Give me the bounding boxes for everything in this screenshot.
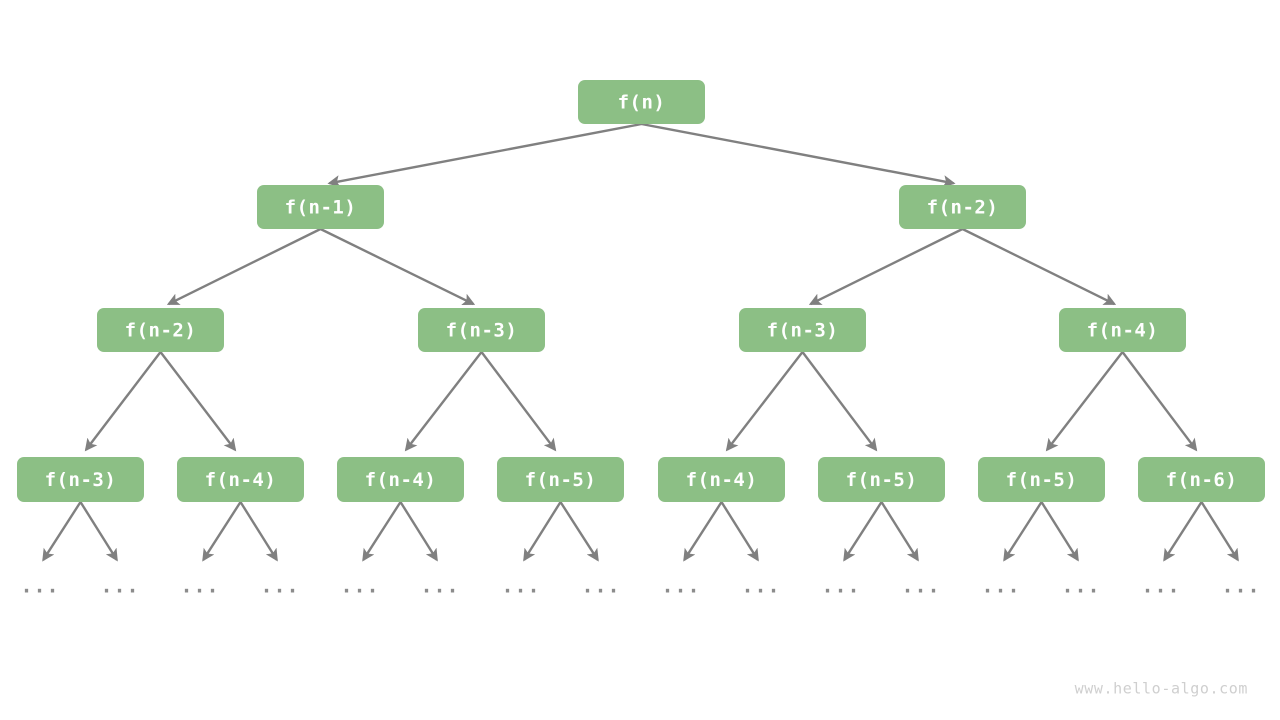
leaf-to-ellipsis-edge (202, 501, 242, 562)
leaf-to-ellipsis-edge (683, 501, 723, 562)
node-label: f(n-3) (767, 320, 839, 342)
ellipsis-label: ... (260, 574, 299, 598)
node-box (658, 457, 785, 502)
ellipsis-label: ... (340, 574, 379, 598)
tree-edge (166, 227, 322, 306)
leaf-to-ellipsis-edge (1163, 501, 1203, 562)
leaf-to-ellipsis-edge (79, 501, 118, 562)
leaf-to-ellipsis-edge (1003, 501, 1043, 562)
node-box (418, 308, 545, 352)
node-box (818, 457, 945, 502)
leaf-to-ellipsis-edge (362, 501, 402, 562)
ellipsis-label: ... (741, 574, 780, 598)
node-box (497, 457, 624, 502)
ellipsis-edges-layer (42, 501, 1239, 562)
leaf-to-ellipsis-edge (239, 501, 278, 562)
tree-edge (319, 227, 476, 306)
nodes-layer: f(n) f(n-1) f(n-2) f(n-2) f(n-3) f(n-3) f(n-4)… (17, 80, 1265, 502)
ellipsis-label: ... (821, 574, 860, 598)
node-label: f(n-4) (205, 469, 277, 491)
ellipsis-label: ... (981, 574, 1020, 598)
tree-edge (1045, 351, 1124, 452)
ellipsis-label: ... (420, 574, 459, 598)
ellipsis-layer: ........................................… (20, 574, 1260, 598)
node-box (177, 457, 304, 502)
watermark-label: www.hello-algo.com (1075, 680, 1248, 698)
leaf-to-ellipsis-edge (559, 501, 599, 562)
node-label: f(n-4) (365, 469, 437, 491)
tree-edge (1121, 351, 1198, 452)
leaf-to-ellipsis-edge (399, 501, 438, 562)
tree-edge (480, 351, 557, 452)
leaf-to-ellipsis-edge (843, 501, 883, 562)
tree-node[interactable]: f(n-3) (739, 308, 866, 352)
tree-node[interactable]: f(n-4) (658, 457, 785, 502)
leaf-to-ellipsis-edge (1040, 501, 1079, 562)
ellipsis-label: ... (581, 574, 620, 598)
tree-edge (808, 227, 964, 306)
tree-node[interactable]: f(n-3) (17, 457, 144, 502)
node-box (257, 185, 384, 229)
tree-edge (961, 227, 1117, 306)
leaf-to-ellipsis-edge (880, 501, 919, 562)
ellipsis-label: ... (1221, 574, 1260, 598)
tree-node[interactable]: f(n-3) (418, 308, 545, 352)
node-label: f(n-6) (1166, 469, 1238, 491)
node-label: f(n-2) (125, 320, 197, 342)
leaf-to-ellipsis-edge (42, 501, 82, 562)
node-label: f(n-3) (45, 469, 117, 491)
tree-edge (159, 351, 237, 452)
tree-node[interactable]: f(n-2) (97, 308, 224, 352)
ellipsis-label: ... (901, 574, 940, 598)
node-label: f(n-3) (446, 320, 518, 342)
node-box (978, 457, 1105, 502)
node-box (739, 308, 866, 352)
tree-node[interactable]: f(n-5) (818, 457, 945, 502)
ellipsis-label: ... (501, 574, 540, 598)
tree-node[interactable]: f(n-4) (1059, 308, 1186, 352)
tree-edge (84, 351, 162, 452)
leaf-to-ellipsis-edge (720, 501, 759, 562)
tree-edge (725, 351, 804, 452)
tree-node[interactable]: f(n-5) (978, 457, 1105, 502)
edges-layer (84, 122, 1198, 452)
node-box (1138, 457, 1265, 502)
node-label: f(n-2) (927, 197, 999, 219)
node-box (17, 457, 144, 502)
tree-node[interactable]: f(n-2) (899, 185, 1026, 229)
ellipsis-label: ... (1061, 574, 1100, 598)
tree-node[interactable]: f(n-4) (177, 457, 304, 502)
leaf-to-ellipsis-edge (1200, 501, 1239, 562)
tree-node[interactable]: f(n-4) (337, 457, 464, 502)
node-box (97, 308, 224, 352)
node-label: f(n-5) (1006, 469, 1078, 491)
node-box (899, 185, 1026, 229)
tree-edge (641, 122, 956, 188)
node-box (578, 80, 705, 124)
node-box (337, 457, 464, 502)
ellipsis-label: ... (20, 574, 59, 598)
tree-node[interactable]: f(n-5) (497, 457, 624, 502)
node-label: f(n) (618, 92, 666, 114)
tree-node[interactable]: f(n-6) (1138, 457, 1265, 502)
node-label: f(n-4) (686, 469, 758, 491)
node-label: f(n-5) (846, 469, 918, 491)
ellipsis-label: ... (661, 574, 700, 598)
ellipsis-label: ... (180, 574, 219, 598)
ellipsis-label: ... (1141, 574, 1180, 598)
node-label: f(n-5) (525, 469, 597, 491)
leaf-to-ellipsis-edge (523, 501, 562, 562)
node-label: f(n-1) (285, 197, 357, 219)
node-box (1059, 308, 1186, 352)
tree-node[interactable]: f(n) (578, 80, 705, 124)
ellipsis-label: ... (100, 574, 139, 598)
tree-edge (327, 122, 642, 188)
tree-edge (404, 351, 483, 452)
tree-edge (801, 351, 878, 452)
node-label: f(n-4) (1087, 320, 1159, 342)
tree-node[interactable]: f(n-1) (257, 185, 384, 229)
